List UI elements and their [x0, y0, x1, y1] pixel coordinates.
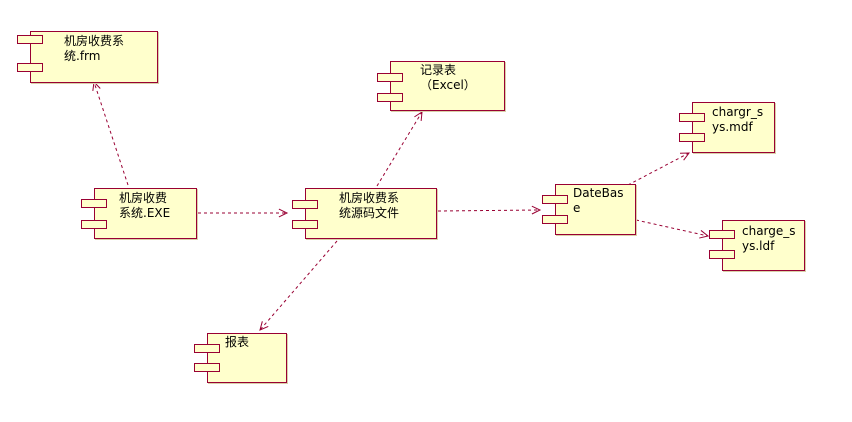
component-port-icon: [292, 200, 318, 209]
dependency-src-to-report: [259, 240, 338, 331]
component-port-icon: [81, 220, 107, 229]
component-port-icon: [17, 35, 43, 44]
component-port-icon: [709, 230, 735, 239]
component-port-icon: [17, 63, 43, 72]
component-source-label: 机房收费系 统源码文件: [339, 191, 400, 220]
dependency-src-to-db-arrowhead: [531, 205, 542, 215]
dependency-src-to-db: [437, 209, 541, 212]
component-report-label: 报表: [225, 335, 250, 349]
dependency-src-to-report-arrowhead: [259, 321, 269, 331]
component-port-icon: [542, 195, 568, 204]
component-ldf[interactable]: charge_s ys.ldf: [709, 220, 805, 271]
component-excel[interactable]: 记录表 （Excel）: [377, 61, 505, 111]
dependency-src-to-excel: [376, 111, 423, 187]
component-port-icon: [709, 250, 735, 259]
dependency-exe-to-frm-arrowhead: [92, 80, 101, 91]
component-port-icon: [377, 93, 403, 102]
component-port-icon: [679, 113, 705, 122]
dependency-db-to-mdf: [627, 152, 690, 186]
component-mdf[interactable]: chargr_s ys.mdf: [679, 102, 775, 153]
dependency-db-to-mdf-arrowhead: [679, 152, 691, 161]
component-port-icon: [81, 199, 107, 208]
component-port-icon: [377, 73, 403, 82]
dependency-src-to-excel-arrowhead: [414, 111, 423, 122]
component-database-label: DateBas e: [573, 186, 624, 215]
component-port-icon: [542, 215, 568, 224]
component-exe-label: 机房收费 系统.EXE: [119, 191, 171, 220]
component-mdf-label: chargr_s ys.mdf: [712, 105, 764, 134]
component-port-icon: [194, 344, 220, 353]
component-excel-label: 记录表 （Excel）: [420, 63, 476, 92]
component-ldf-label: charge_s ys.ldf: [742, 224, 796, 253]
component-exe[interactable]: 机房收费 系统.EXE: [81, 188, 197, 239]
component-port-icon: [194, 363, 220, 372]
dependency-exe-to-frm: [93, 81, 129, 186]
component-database[interactable]: DateBas e: [542, 184, 636, 235]
component-report[interactable]: 报表: [194, 333, 287, 383]
component-frm-label: 机房收费系 统.frm: [64, 34, 125, 63]
dependency-db-to-ldf-arrowhead: [699, 230, 710, 239]
dependency-exe-to-src-arrowhead: [278, 208, 289, 218]
component-source[interactable]: 机房收费系 统源码文件: [292, 188, 437, 239]
component-frm[interactable]: 机房收费系 统.frm: [17, 31, 158, 83]
dependency-db-to-ldf: [635, 219, 709, 237]
component-port-icon: [679, 133, 705, 142]
component-port-icon: [292, 220, 318, 229]
